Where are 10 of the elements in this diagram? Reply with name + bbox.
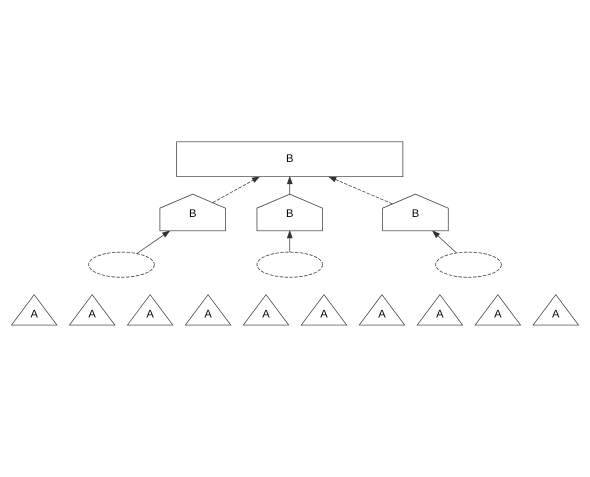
node-ellipse: [256, 252, 323, 278]
arrow: [432, 230, 457, 254]
node-ellipse: [435, 252, 502, 278]
node-ellipse: [88, 252, 155, 278]
node-box: B: [176, 141, 404, 178]
arrow: [136, 230, 170, 254]
arrow: [328, 176, 393, 204]
arrow: [286, 230, 293, 252]
arrow: [212, 176, 260, 203]
arrow: [286, 176, 293, 194]
